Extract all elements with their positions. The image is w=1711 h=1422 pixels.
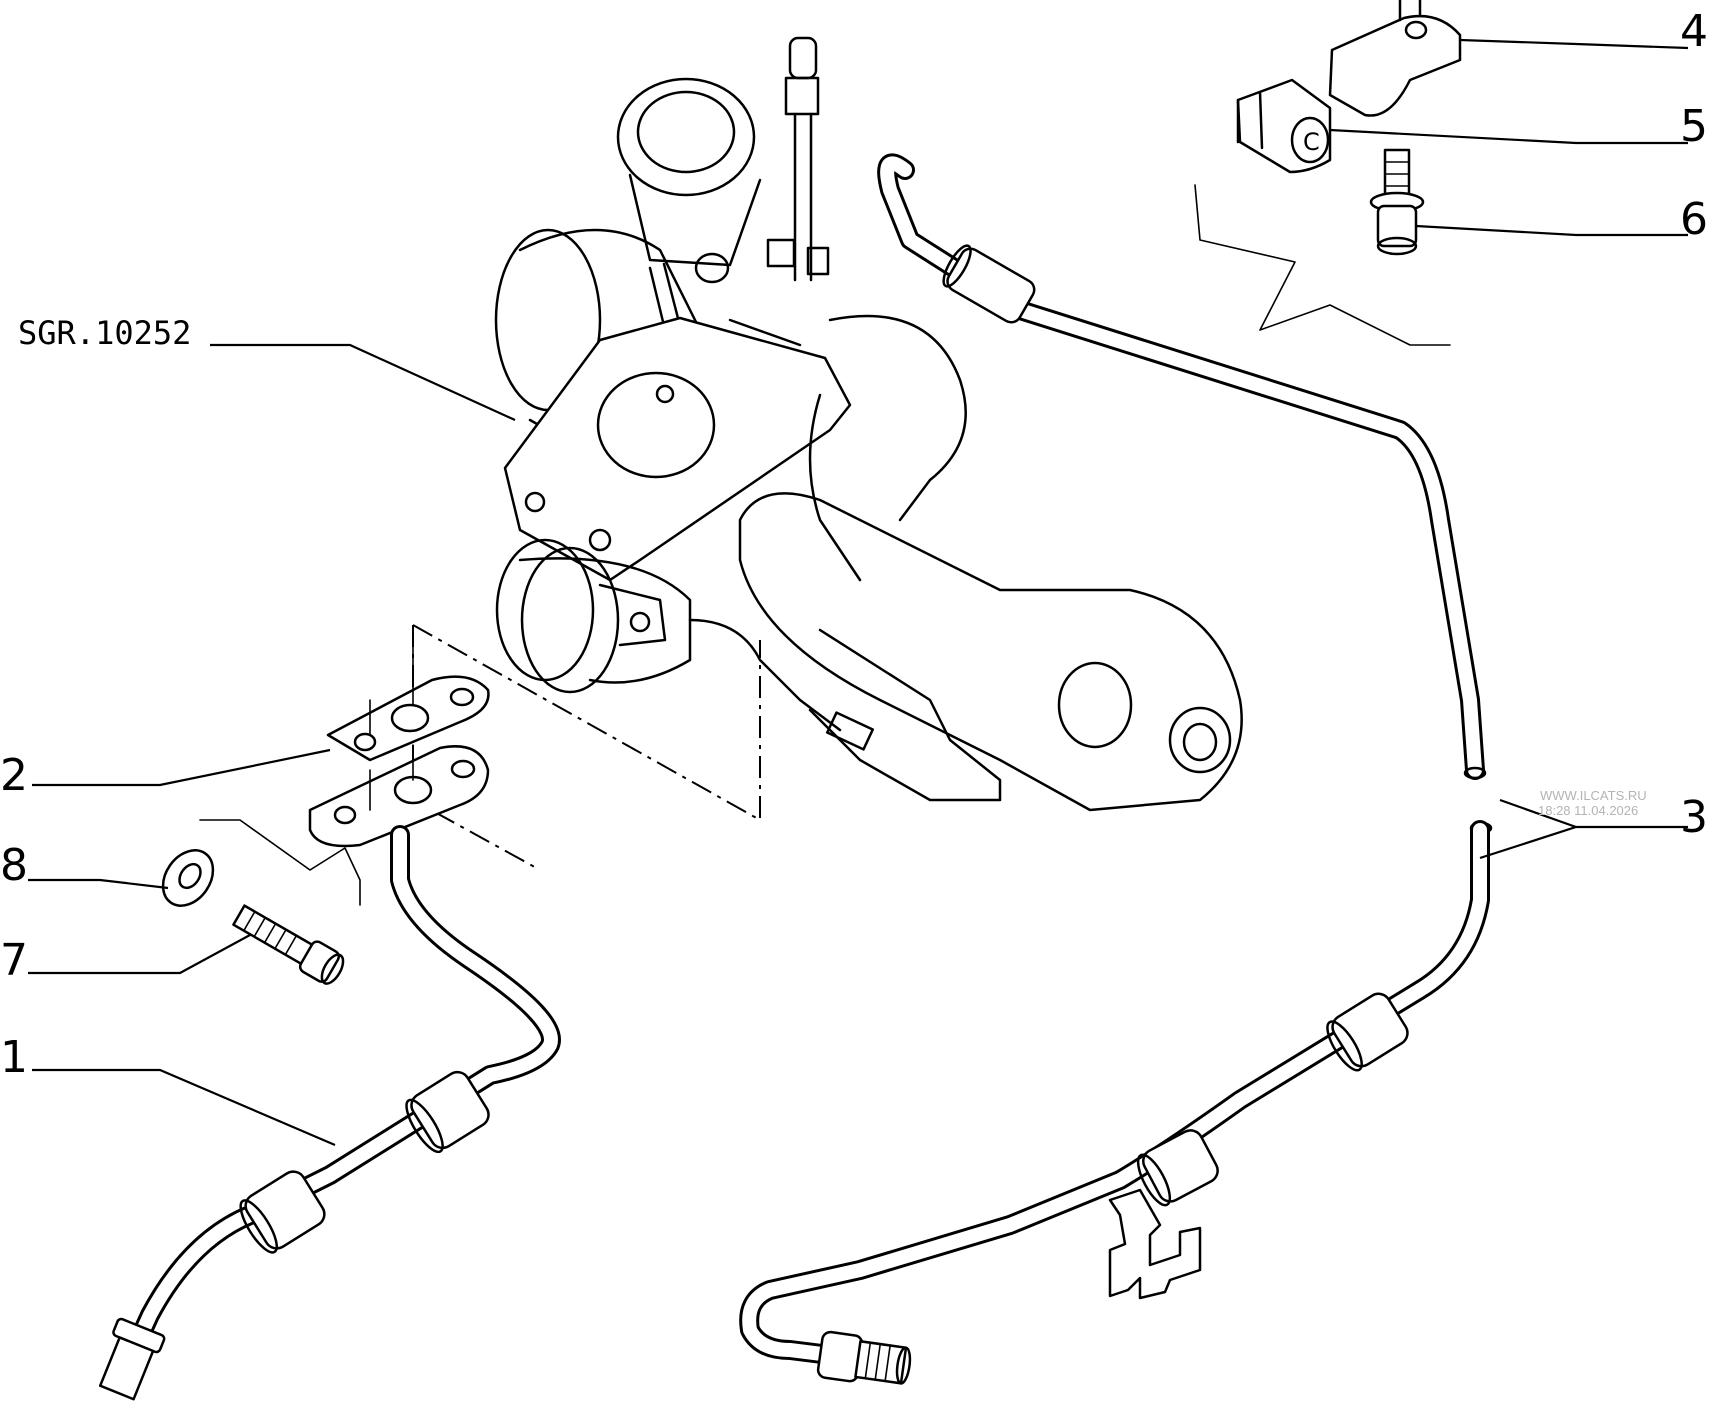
callout-6: 6 bbox=[1680, 194, 1708, 245]
callout-2: 2 bbox=[0, 750, 28, 801]
oil-pipe-left bbox=[98, 825, 561, 1401]
washer bbox=[161, 849, 215, 907]
pipe-flange bbox=[308, 744, 490, 848]
reference-label: SGR.10252 bbox=[18, 314, 191, 352]
break-marker-left bbox=[199, 819, 361, 906]
leader-lines bbox=[28, 38, 1689, 1147]
callout-5: 5 bbox=[1680, 101, 1708, 152]
callout-8: 8 bbox=[0, 840, 28, 891]
turbocharger bbox=[494, 36, 1243, 812]
oil-pipe-right bbox=[739, 153, 1493, 1385]
watermark-datetime: 18:28 11.04.2026 bbox=[1538, 803, 1638, 818]
callout-3: 3 bbox=[1680, 792, 1708, 843]
grommet-letter-c: C bbox=[1303, 128, 1320, 156]
bolt-6 bbox=[1369, 148, 1425, 256]
callout-4: 4 bbox=[1680, 6, 1708, 57]
bolt bbox=[232, 904, 345, 985]
callout-7: 7 bbox=[0, 935, 28, 986]
watermark-site: WWW.ILCATS.RU bbox=[1540, 788, 1647, 803]
break-marker-right bbox=[1194, 184, 1451, 346]
gasket bbox=[326, 639, 490, 762]
grommet: C bbox=[1236, 78, 1332, 174]
clip bbox=[1328, 0, 1462, 117]
callout-1: 1 bbox=[0, 1032, 28, 1083]
